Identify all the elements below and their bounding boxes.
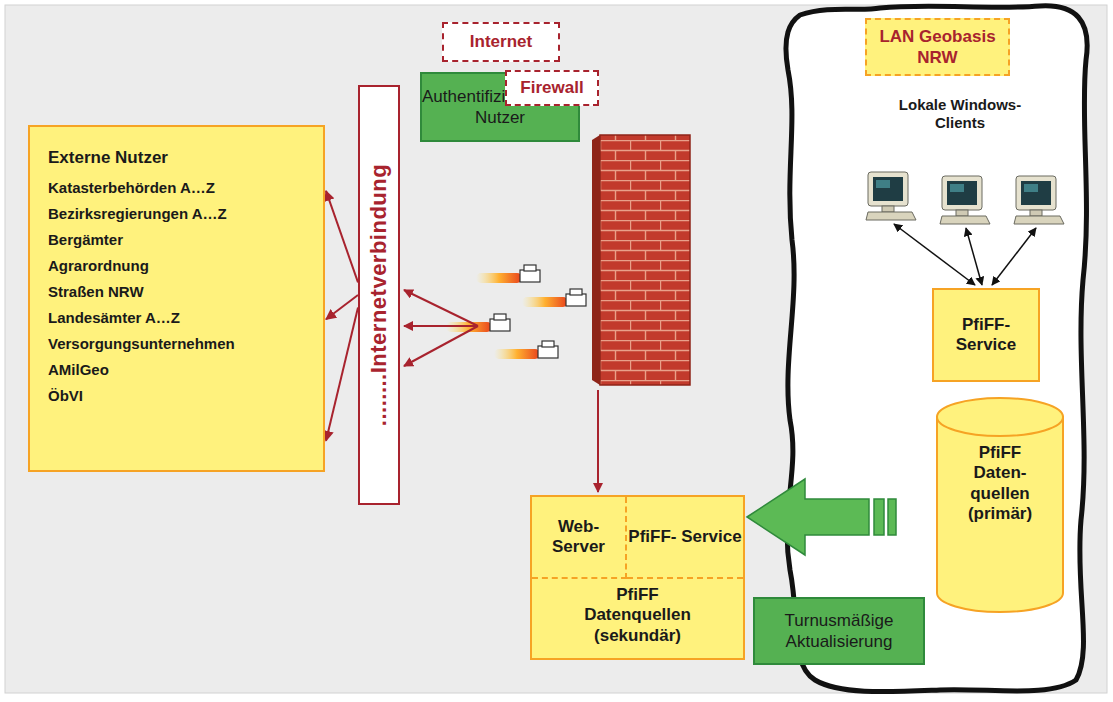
box-text: Turnusmäßige Aktualisierung — [755, 610, 923, 653]
box-text: ÖbVI — [48, 383, 83, 409]
box-text: Bezirksregierungen A…Z — [48, 201, 227, 227]
firewall-wall — [592, 135, 690, 385]
box-text: PfiFF- Service — [934, 315, 1038, 356]
box-text: Firewall — [520, 78, 583, 98]
box-text: Katasterbehörden A…Z — [48, 175, 215, 201]
connection-bar: ........Internetverbindung — [358, 85, 400, 505]
box-text: Straßen NRW — [48, 279, 144, 305]
database-cylinder: PfiFF Daten- quellen (primär) — [935, 395, 1065, 615]
connection-arrow — [326, 308, 358, 441]
process-box: Turnusmäßige Aktualisierung — [753, 597, 925, 665]
windows-clients — [866, 172, 1064, 224]
network-zone-label: LAN Geobasis NRW — [865, 18, 1010, 76]
network-zone-label: Internet — [442, 22, 560, 62]
box-text: PfiFF Datenquellen (sekundär) — [573, 585, 703, 646]
server-box: PfiFF Datenquellen (sekundär) Web- Server… — [530, 495, 745, 660]
box-text: PfiFF- Service — [628, 527, 741, 547]
box-text: PfiFF Daten- quellen (primär) — [954, 443, 1046, 525]
connection-arrow — [326, 191, 358, 282]
box-text: Bergämter — [48, 227, 123, 253]
box-heading: Externe Nutzer — [48, 143, 168, 173]
firewall-arrows — [404, 290, 598, 492]
box-text: Versorgungsunternehmen — [48, 331, 235, 357]
background-panel — [5, 5, 1107, 693]
lan-cloud-outline — [786, 6, 1087, 692]
service-box: PfiFF- Service — [932, 288, 1040, 382]
box-text: LAN Geobasis NRW — [867, 26, 1008, 69]
connection-arrow — [326, 295, 358, 319]
server-part: Web- Server — [532, 497, 627, 579]
box-text: Landesämter A…Z — [48, 305, 180, 331]
data-packets — [446, 265, 586, 359]
update-arrow — [747, 479, 896, 555]
service-part: PfiFF- Service — [627, 497, 743, 579]
box-text: AMilGeo — [48, 357, 109, 383]
group-label: Lokale Windows-Clients — [895, 96, 1025, 132]
box-text: Web- Server — [532, 517, 625, 558]
box-text: ........Internetverbindung — [366, 164, 392, 426]
client-arrows — [894, 224, 1036, 285]
box-text: Agrarordnung — [48, 253, 149, 279]
firewall-label: Firewall — [505, 70, 599, 106]
box-text: Internet — [470, 32, 532, 52]
user-list-box: Externe NutzerKatasterbehörden A…ZBezirk… — [28, 125, 325, 472]
